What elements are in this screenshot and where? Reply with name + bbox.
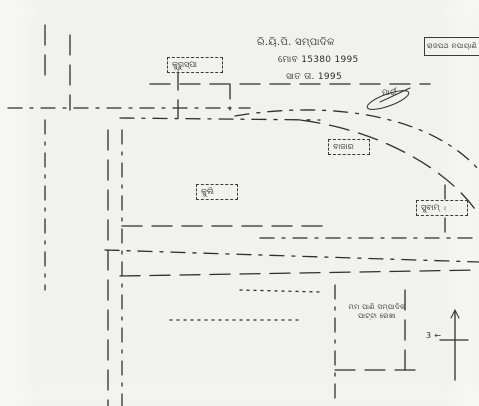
side-mark: 3 ←: [426, 331, 442, 340]
box-label-c: କୁଲି: [196, 184, 238, 200]
dot-line-2: [239, 289, 321, 293]
title-line-1: ରି.ୟି.ପି. ସମ୍ପାଦିକ: [257, 37, 335, 48]
legend-block: ମମ ପାଣି ସମ୍ପାଦିକ ପାଟ୍ଟା ରେଖା: [348, 303, 406, 320]
title-line-2: ମୋବ 15380 1995: [278, 55, 359, 65]
curved-route-line-2: [299, 119, 479, 216]
top-right-note: ରାଜପଥ ନପାୟାଣି: [424, 37, 479, 56]
box-label-a: କୁରୁସ୍ପା: [167, 57, 223, 73]
road-line-top-3: [119, 117, 321, 121]
north-arrow-icon: [450, 308, 460, 319]
mid-line-3: [119, 269, 479, 277]
curve-label: ମାର୍ଗ: [382, 88, 397, 97]
box-label-b: ବାଜାର: [328, 139, 370, 155]
curved-route-line: [234, 109, 479, 171]
box-label-d: ସୁବାମ୍: [416, 200, 468, 216]
mid-line-2: [104, 249, 479, 263]
title-line-3: ସାତ ତା. 1995: [286, 72, 342, 82]
curve-loop: [366, 90, 410, 110]
